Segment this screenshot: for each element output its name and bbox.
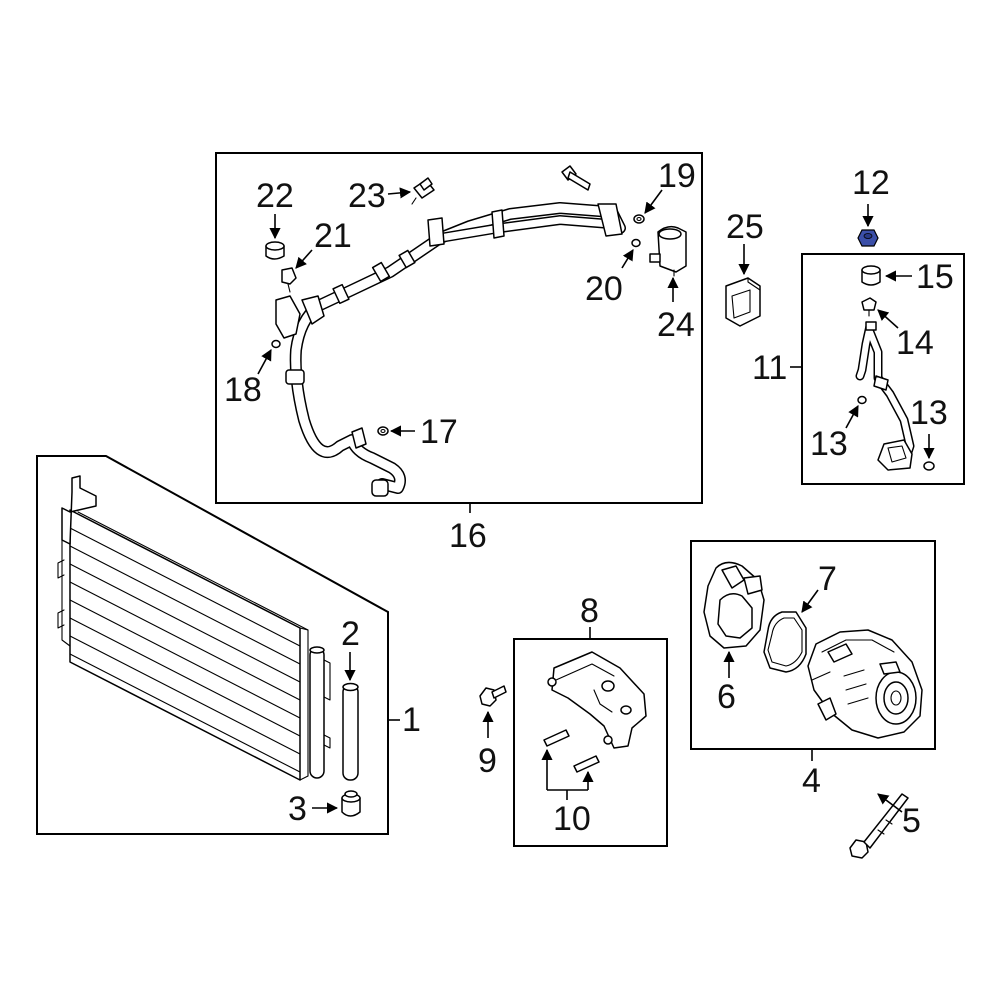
dowel-pins — [543, 729, 600, 773]
pressure-sensor-23 — [411, 177, 435, 205]
callout-15: 15 — [916, 258, 954, 296]
refrigerant-hose — [275, 202, 626, 497]
callout-1: 1 — [402, 701, 421, 739]
valve-core-21 — [281, 267, 297, 293]
callout-4: 4 — [802, 762, 821, 800]
arrow-7 — [801, 589, 819, 613]
cap-15 — [861, 265, 881, 286]
condenser-core — [57, 475, 331, 781]
gasket-7 — [763, 611, 807, 673]
desiccant-tube — [342, 682, 359, 781]
arrow-18 — [257, 349, 272, 375]
hose-group: 16 17 18 — [215, 152, 703, 555]
callout-23: 23 — [348, 177, 386, 215]
callout-6: 6 — [717, 678, 736, 716]
callout-22: 22 — [256, 177, 294, 215]
hose-box — [215, 152, 703, 504]
liquid-line-group: 11 12 15 14 — [752, 164, 965, 485]
bolt-5 — [849, 793, 909, 859]
callout-20: 20 — [585, 270, 623, 308]
compressor-bracket — [547, 651, 647, 749]
service-cap-22 — [265, 241, 285, 260]
arrow-19 — [644, 189, 663, 214]
arrow-20 — [621, 249, 634, 269]
condenser-group: 1 2 3 — [36, 455, 421, 835]
callout-9: 9 — [478, 742, 497, 780]
callout-17: 17 — [420, 413, 458, 451]
compressor-box — [690, 540, 936, 750]
condenser-box — [36, 455, 389, 835]
callout-16: 16 — [449, 517, 487, 555]
o-ring-17 — [377, 426, 389, 436]
bolt-9 — [479, 685, 507, 707]
callout-11: 11 — [752, 349, 787, 387]
callout-14: 14 — [896, 324, 934, 362]
bracket-group: 8 10 — [513, 592, 668, 847]
arrow-23 — [387, 187, 412, 199]
receiver-cap — [341, 790, 361, 817]
callout-13-left: 13 — [810, 425, 848, 463]
callout-2: 2 — [341, 615, 360, 653]
o-ring-19 — [633, 214, 645, 224]
callout-13-right: 13 — [910, 394, 948, 432]
clutch-bracket-6 — [703, 561, 765, 649]
expansion-valve-24 — [649, 225, 687, 277]
evaporator-seal-25 — [725, 277, 761, 327]
callout-8: 8 — [580, 592, 599, 630]
liquid-line-box — [801, 253, 965, 485]
compressor-group: 4 6 7 — [690, 540, 936, 800]
callout-19: 19 — [658, 157, 696, 195]
callout-24: 24 — [657, 306, 695, 344]
nut-12 — [857, 229, 879, 247]
callout-3: 3 — [288, 790, 307, 828]
valve-core-14 — [861, 297, 877, 317]
arrow-14 — [877, 309, 899, 329]
arrow-21 — [295, 249, 313, 269]
o-ring-18 — [271, 339, 281, 349]
o-ring-13-right — [923, 461, 935, 471]
callout-10: 10 — [553, 800, 591, 838]
o-ring-13-left — [857, 395, 867, 405]
arrow-13-left — [845, 405, 859, 429]
callout-25: 25 — [726, 208, 764, 246]
callout-5: 5 — [902, 802, 921, 840]
callout-7: 7 — [818, 560, 837, 598]
ac-compressor — [807, 629, 923, 739]
bolt-hose — [561, 165, 591, 191]
liquid-line-pipe — [855, 321, 915, 471]
callout-18: 18 — [224, 371, 262, 409]
arrow-5 — [877, 793, 903, 813]
callout-21: 21 — [314, 217, 352, 255]
callout-12: 12 — [852, 164, 890, 202]
o-ring-20 — [631, 238, 641, 248]
